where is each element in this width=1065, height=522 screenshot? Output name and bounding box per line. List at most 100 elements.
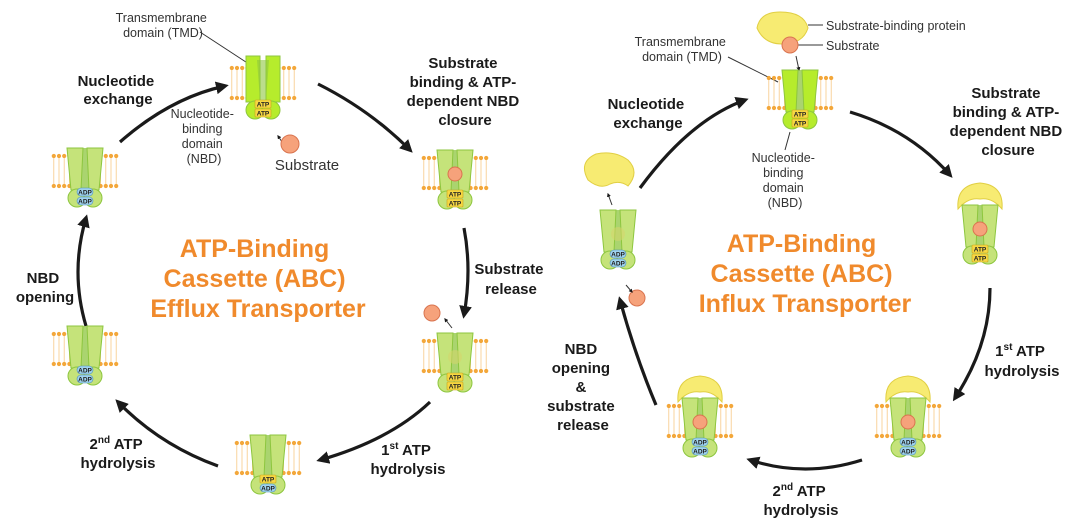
- adp-tag: [76, 187, 94, 197]
- atp-tag-label: ATP: [262, 476, 275, 483]
- atp-tag: [791, 109, 809, 119]
- tmd-channel: [81, 148, 89, 190]
- influx-step-second-atp-hydrolysis: 2nd ATP hydrolysis: [763, 482, 838, 519]
- efflux-step-substrate-binding: Substrate binding & ATP- dependent NBD c…: [407, 55, 524, 129]
- lipid-head: [823, 105, 829, 111]
- tmd-channel: [257, 60, 269, 100]
- lipid-head: [432, 155, 437, 161]
- adp-tag-label: ADP: [261, 485, 275, 492]
- bound-substrate: [900, 414, 916, 430]
- lipid-head: [885, 433, 890, 439]
- lipid-head: [926, 433, 931, 439]
- lipid-head: [473, 185, 478, 191]
- efflux-step-first-atp-hydrolysis: 1st ATP hydrolysis: [370, 441, 445, 478]
- lipid-head: [677, 433, 682, 439]
- influx-released-substrate: [628, 289, 646, 307]
- atp-tag: [446, 372, 464, 382]
- bound-substrate: [692, 414, 708, 430]
- bound-substrate: [447, 166, 463, 182]
- efflux-transporter-bottom: ATP ADP: [234, 434, 302, 495]
- efflux-substrate-label: Substrate: [275, 157, 339, 174]
- lipid-head: [51, 153, 56, 159]
- influx-free-binding-protein: [756, 11, 809, 72]
- lipid-head: [771, 75, 777, 81]
- lipid-head: [108, 153, 114, 159]
- ghost-substrate: [448, 350, 462, 364]
- lipid-head: [421, 368, 426, 374]
- lipid-head: [473, 155, 478, 161]
- lipid-head: [484, 155, 489, 161]
- influx-step-substrate-binding: Substrate binding & ATP- dependent NBD c…: [950, 85, 1065, 159]
- lipid-head: [286, 65, 292, 71]
- ghost-substrate: [611, 227, 625, 241]
- lipid-head: [478, 155, 484, 161]
- lipid-head: [286, 95, 292, 101]
- atp-tag: [446, 189, 464, 199]
- lipid-head: [234, 470, 239, 476]
- lipid-head: [421, 185, 426, 191]
- efflux-transporter-left-top: ADP ADP: [51, 147, 119, 208]
- lipid-head: [729, 433, 734, 439]
- lipid-head: [829, 105, 834, 111]
- lipid-head: [245, 440, 250, 446]
- lipid-head: [478, 368, 484, 374]
- lipid-head: [818, 105, 823, 111]
- lipid-head: [62, 361, 67, 367]
- lipid-head: [766, 75, 771, 81]
- lipid-head: [823, 75, 829, 81]
- tmd-channel: [796, 70, 804, 112]
- lipid-head: [51, 361, 56, 367]
- lipid-head: [103, 331, 108, 337]
- influx-free-substrate: [781, 36, 799, 54]
- lipid-head: [240, 65, 245, 71]
- efflux-step-second-atp-hydrolysis: 2nd ATP hydrolysis: [80, 435, 155, 472]
- lipid-head: [874, 433, 879, 439]
- adp-tag-label: ADP: [693, 448, 707, 455]
- lipid-head: [718, 403, 723, 409]
- lipid-head: [108, 183, 114, 189]
- influx-nbd-leader-line: [784, 131, 791, 151]
- lipid-head: [426, 185, 432, 191]
- influx-title: ATP-Binding Cassette (ABC) Influx Transp…: [699, 230, 912, 318]
- lipid-head: [885, 403, 890, 409]
- lipid-head: [292, 65, 297, 71]
- influx-panel: ATP-Binding Cassette (ABC) Influx Transp…: [547, 11, 1065, 519]
- lipid-head: [103, 183, 108, 189]
- efflux-nbd-label: Nucleotide- binding domain (NBD): [171, 107, 238, 166]
- influx-step-first-atp-hydrolysis: 1st ATP hydrolysis: [984, 342, 1059, 380]
- lipid-head: [432, 368, 437, 374]
- adp-tag: [259, 483, 277, 493]
- tmd-right: [269, 434, 287, 478]
- influx-sbp-label: Substrate-binding protein: [826, 19, 966, 33]
- atp-tag: [254, 99, 272, 109]
- lipid-head: [421, 155, 426, 161]
- adp-tag-label: ADP: [78, 189, 92, 196]
- atp-tag-label: ATP: [974, 255, 987, 262]
- atp-tag: [446, 198, 464, 208]
- efflux-arrow-top: [317, 82, 413, 153]
- lipid-head: [723, 433, 729, 439]
- lipid-head: [229, 65, 234, 71]
- lipid-head: [56, 361, 62, 367]
- adp-tag-label: ADP: [78, 198, 92, 205]
- lipid-head: [51, 183, 56, 189]
- lipid-head: [879, 433, 885, 439]
- atp-tag: [971, 253, 989, 263]
- tmd-channel: [264, 435, 272, 477]
- efflux-arrow-left: [76, 214, 90, 327]
- atp-tag: [446, 381, 464, 391]
- lipid-head: [484, 338, 489, 344]
- lipid-head: [114, 331, 119, 337]
- adp-tag: [76, 196, 94, 206]
- adp-tag-label: ADP: [611, 260, 625, 267]
- lipid-head: [51, 331, 56, 337]
- adp-tag: [899, 446, 917, 456]
- efflux-step-nucleotide-exchange: Nucleotide exchange: [78, 73, 159, 108]
- atp-tag: [254, 108, 272, 118]
- lipid-head: [766, 105, 771, 111]
- lipid-head: [874, 403, 879, 409]
